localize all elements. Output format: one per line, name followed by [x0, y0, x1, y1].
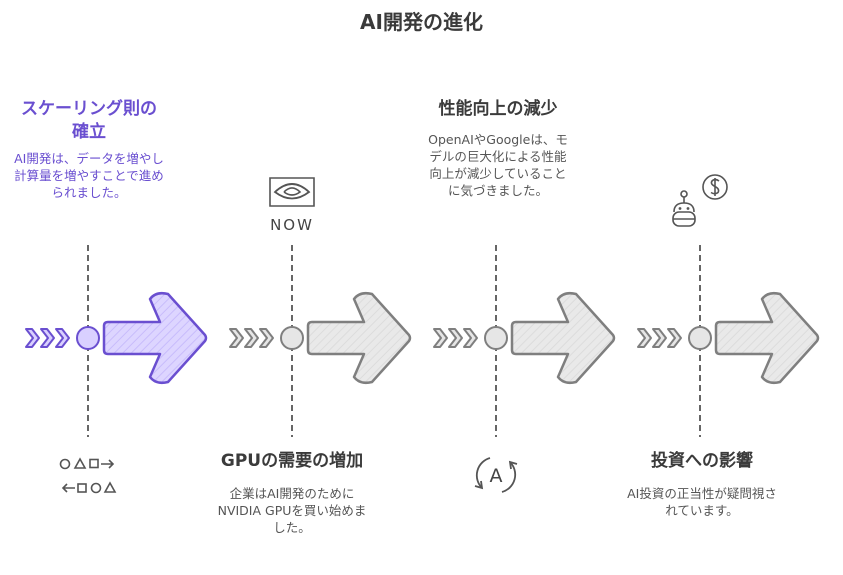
stage-2-node — [280, 326, 304, 350]
stage-3-description: OpenAIやGoogleは、モデルの巨大化による性能向上が減少していることに気… — [428, 132, 568, 198]
shapes-icon — [59, 457, 117, 494]
stage-3-chevrons — [433, 328, 478, 348]
stage-4-chevrons — [637, 328, 682, 348]
stage-4-node — [688, 326, 712, 350]
robot-dollar-icon — [672, 174, 728, 227]
now-logo-text: NOW — [270, 216, 314, 234]
stage-4-description: AI投資の正当性が疑問視されています。 — [627, 486, 777, 518]
stage-1-description: AI開発は、データを増やし計算量を増やすことで進められました。 — [14, 151, 164, 200]
stage-2-flow — [229, 245, 412, 437]
diagram-title: AI開発の進化 — [360, 10, 483, 34]
stage-3-arrow — [510, 291, 616, 385]
nvidia-now-logo: NOW — [269, 177, 315, 234]
stage-4-arrow — [714, 291, 820, 385]
stage-3-flow — [433, 245, 616, 437]
stage-1-heading: スケーリング則の確立 — [21, 99, 157, 142]
stage-3-node — [484, 326, 508, 350]
stage-2-arrow — [306, 291, 412, 385]
stage-1-text: スケーリング則の確立 AI開発は、データを増やし計算量を増やすことで進められまし… — [14, 98, 164, 201]
stage-4-text: 投資への影響 AI投資の正当性が疑問視されています。 — [627, 450, 777, 519]
stage-1-node — [76, 326, 100, 350]
stage-1-arrow — [102, 291, 208, 385]
stage-2-chevrons — [229, 328, 274, 348]
stage-3-text: 性能向上の減少 OpenAIやGoogleは、モデルの巨大化による性能向上が減少… — [424, 98, 572, 199]
stage-2-description: 企業はAI開発のためにNVIDIA GPUを買い始めました。 — [217, 486, 367, 535]
ai-refresh-icon: A — [474, 457, 518, 493]
stage-2-heading: GPUの需要の増加 — [220, 451, 364, 471]
stage-3-heading: 性能向上の減少 — [438, 99, 558, 119]
stage-1-flow — [25, 245, 208, 437]
stage-4-heading: 投資への影響 — [651, 451, 753, 471]
stage-1-chevrons — [25, 328, 70, 348]
stage-2-text: GPUの需要の増加 企業はAI開発のためにNVIDIA GPUを買い始めました。 — [217, 450, 367, 536]
stage-4-flow — [637, 245, 820, 437]
ai-refresh-letter: A — [490, 465, 503, 487]
